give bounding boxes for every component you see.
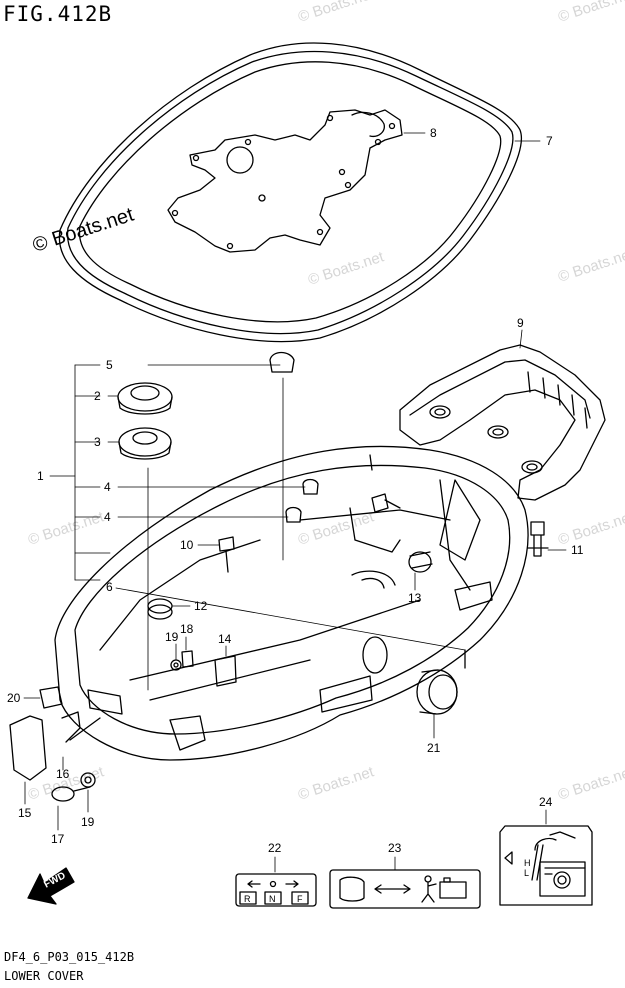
callout-4a: 4 <box>104 480 111 494</box>
callout-numbers: 1 2 3 4 4 5 6 7 8 9 10 11 12 13 14 15 16… <box>7 126 584 855</box>
roller-part-21 <box>416 649 466 715</box>
callout-6: 6 <box>106 580 113 594</box>
handle-part-9 <box>399 344 606 501</box>
shift-f-label: F <box>297 894 303 904</box>
figure-name: LOWER COVER <box>4 969 84 983</box>
figure-title: FIG.412B <box>3 2 113 26</box>
callout-2: 2 <box>94 389 101 403</box>
leader-lines <box>23 132 567 831</box>
svg-text:© Boats.net: © Boats.net <box>556 763 625 804</box>
background-watermarks: © Boats.net © Boats.net © Boats.net © Bo… <box>26 0 625 804</box>
svg-text:© Boats.net: © Boats.net <box>296 763 377 804</box>
callout-18: 18 <box>180 622 194 636</box>
callout-19a: 19 <box>165 630 179 644</box>
gasket-part-8 <box>167 109 403 253</box>
seal-ring-part-7 <box>58 42 522 343</box>
parts-14-18-19 <box>80 650 237 788</box>
callout-4b: 4 <box>104 510 111 524</box>
callout-12: 12 <box>194 599 208 613</box>
callout-8: 8 <box>430 126 437 140</box>
callout-14: 14 <box>218 632 232 646</box>
plugs-part-4 <box>285 478 319 523</box>
callout-7: 7 <box>546 134 553 148</box>
callout-13: 13 <box>408 591 422 605</box>
lower-cover-part-1 <box>54 445 529 761</box>
svg-text:© Boats.net: © Boats.net <box>296 0 377 26</box>
callout-21: 21 <box>427 741 441 755</box>
svg-text:© Boats.net: © Boats.net <box>556 508 625 549</box>
grommet-part-12 <box>147 598 173 620</box>
shift-n-label: N <box>269 894 276 904</box>
svg-text:© Boats.net: © Boats.net <box>26 508 107 549</box>
callout-17: 17 <box>51 832 65 846</box>
svg-text:© Boats.net: © Boats.net <box>556 0 625 26</box>
tiller-label-part-23 <box>329 856 481 909</box>
parts-15-16-17-20 <box>9 686 101 802</box>
callout-5: 5 <box>106 358 113 372</box>
oil-h-label: H <box>524 858 531 868</box>
bolts-parts-10-11 <box>218 521 549 573</box>
callout-9: 9 <box>517 316 524 330</box>
callout-23: 23 <box>388 841 402 855</box>
callout-19b: 19 <box>81 815 95 829</box>
bracket-bolt-part-13 <box>371 493 433 573</box>
callout-1: 1 <box>37 469 44 483</box>
callout-20: 20 <box>7 691 21 705</box>
callout-10: 10 <box>180 538 194 552</box>
callout-11: 11 <box>571 543 584 557</box>
oil-l-label: L <box>524 868 529 878</box>
fwd-arrow-icon: FWD <box>27 867 75 905</box>
callout-3: 3 <box>94 435 101 449</box>
svg-text:© Boats.net: © Boats.net <box>306 248 387 289</box>
shift-label-part-22: R N F <box>235 856 317 907</box>
svg-text:© Boats.net: © Boats.net <box>556 245 625 286</box>
oil-level-label-part-24: H L <box>499 809 593 906</box>
callout-16: 16 <box>56 767 70 781</box>
callout-22: 22 <box>268 841 282 855</box>
callout-15: 15 <box>18 806 32 820</box>
grommets-parts-2-3-5 <box>117 351 295 460</box>
shift-r-label: R <box>244 894 251 904</box>
callout-24: 24 <box>539 795 553 809</box>
figure-code: DF4_6_P03_015_412B <box>4 950 135 964</box>
